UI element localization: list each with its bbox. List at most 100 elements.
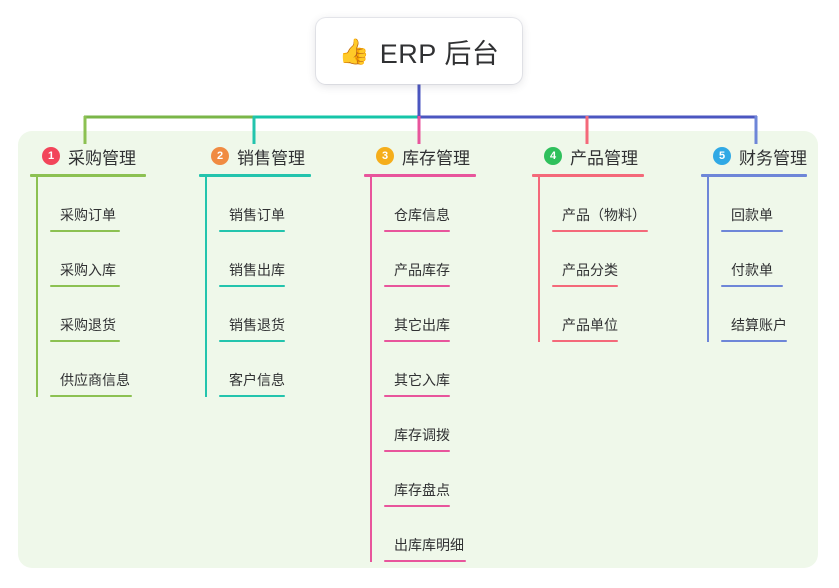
branch-item-rule: [552, 340, 618, 342]
branch-badge-4: 4: [544, 147, 562, 165]
branch-item-label: 出库库明细: [394, 537, 464, 553]
branch-item-rule: [384, 285, 450, 287]
branch-title-3: 库存管理: [402, 148, 470, 168]
branch-item[interactable]: 其它入库: [384, 342, 476, 397]
branch-title-4: 产品管理: [570, 148, 638, 168]
branch-item-rule: [721, 230, 783, 232]
branch-item-label: 付款单: [731, 262, 773, 278]
branch-item[interactable]: 付款单: [721, 232, 807, 287]
branch-item-rule: [384, 560, 466, 562]
branch-item[interactable]: 库存盘点: [384, 452, 476, 507]
branch-item[interactable]: 回款单: [721, 177, 807, 232]
branch-item-rule: [50, 230, 120, 232]
branch-item-label: 产品（物料）: [562, 207, 646, 223]
branch-item-rule: [219, 230, 285, 232]
branch-item[interactable]: 采购入库: [50, 232, 146, 287]
branch-item-rule: [50, 395, 132, 397]
branch-item-rule: [384, 230, 450, 232]
branch-item-rule: [219, 395, 285, 397]
branch-item-label: 其它入库: [394, 372, 450, 388]
branch-badge-1: 1: [42, 147, 60, 165]
branch-item-rule: [384, 395, 450, 397]
branch-header-1[interactable]: 1 采购管理: [30, 143, 146, 169]
branch-item[interactable]: 仓库信息: [384, 177, 476, 232]
branch-rule-4: [532, 174, 644, 177]
branch-item-label: 客户信息: [229, 372, 285, 388]
branch-1: 1 采购管理采购订单采购入库采购退货供应商信息: [30, 143, 146, 397]
root-title: ERP 后台: [379, 38, 500, 69]
branch-title-2: 销售管理: [237, 148, 305, 168]
branch-spine-1: [36, 177, 38, 397]
branch-title-1: 采购管理: [68, 148, 136, 168]
branch-5: 5 财务管理回款单付款单结算账户: [701, 143, 807, 342]
branch-item[interactable]: 销售出库: [219, 232, 311, 287]
branch-item-label: 采购入库: [60, 262, 116, 278]
branch-item[interactable]: 销售退货: [219, 287, 311, 342]
branch-spine-3: [370, 177, 372, 562]
branch-4: 4 产品管理产品（物料） 产品分类产品单位: [532, 143, 648, 342]
branch-spine-2: [205, 177, 207, 397]
branch-item[interactable]: 采购退货: [50, 287, 146, 342]
branch-header-3[interactable]: 3 库存管理: [364, 143, 476, 169]
branch-item-label: 产品分类: [562, 262, 618, 278]
branch-header-5[interactable]: 5 财务管理: [701, 143, 807, 169]
branch-item-label: 销售出库: [229, 262, 285, 278]
branch-item-rule: [384, 340, 450, 342]
root-node[interactable]: 👍 ERP 后台: [316, 18, 522, 84]
branch-item-label: 其它出库: [394, 317, 450, 333]
branch-item-label: 仓库信息: [394, 207, 450, 223]
branch-item-label: 采购订单: [60, 207, 116, 223]
branch-item-label: 结算账户: [731, 317, 787, 333]
branch-item[interactable]: 客户信息: [219, 342, 311, 397]
branch-item-rule: [50, 285, 120, 287]
branch-spine-5: [707, 177, 709, 342]
branch-item-rule: [552, 285, 618, 287]
branch-item[interactable]: 其它出库: [384, 287, 476, 342]
branch-item-rule: [721, 285, 783, 287]
branch-item-rule: [721, 340, 787, 342]
branch-badge-3: 3: [376, 147, 394, 165]
branch-header-2[interactable]: 2 销售管理: [199, 143, 311, 169]
branch-item-label: 回款单: [731, 207, 773, 223]
branch-item-rule: [50, 340, 120, 342]
branch-title-5: 财务管理: [739, 148, 807, 168]
branch-rule-3: [364, 174, 476, 177]
branch-item[interactable]: 库存调拨: [384, 397, 476, 452]
branch-item-label: 库存调拨: [394, 427, 450, 443]
branch-items-4: 产品（物料） 产品分类产品单位: [532, 177, 648, 342]
branch-3: 3 库存管理仓库信息产品库存其它出库其它入库库存调拨库存盘点出库库明细: [364, 143, 476, 562]
branch-item[interactable]: 产品库存: [384, 232, 476, 287]
branch-item-rule: [384, 505, 450, 507]
branch-items-5: 回款单付款单结算账户: [701, 177, 807, 342]
branch-item-rule: [219, 340, 285, 342]
branch-badge-2: 2: [211, 147, 229, 165]
branch-item-label: 产品库存: [394, 262, 450, 278]
branch-item[interactable]: 结算账户: [721, 287, 807, 342]
branch-2: 2 销售管理销售订单销售出库销售退货客户信息: [199, 143, 311, 397]
branch-header-4[interactable]: 4 产品管理: [532, 143, 648, 169]
branch-items-3: 仓库信息产品库存其它出库其它入库库存调拨库存盘点出库库明细: [364, 177, 476, 562]
branch-item-rule: [552, 230, 648, 232]
branch-item-label: 供应商信息: [60, 372, 130, 388]
branch-item-rule: [384, 450, 450, 452]
branch-items-2: 销售订单销售出库销售退货客户信息: [199, 177, 311, 397]
branch-spine-4: [538, 177, 540, 342]
branches-panel: [18, 131, 818, 568]
branch-rule-5: [701, 174, 807, 177]
branch-item[interactable]: 出库库明细: [384, 507, 476, 562]
branch-item[interactable]: 产品单位: [552, 287, 648, 342]
branch-item-label: 库存盘点: [394, 482, 450, 498]
branch-item[interactable]: 采购订单: [50, 177, 146, 232]
branch-badge-5: 5: [713, 147, 731, 165]
thumbs-up-icon: 👍: [338, 37, 370, 66]
branch-rule-2: [199, 174, 311, 177]
branch-item-rule: [219, 285, 285, 287]
branch-item[interactable]: 产品（物料）: [552, 177, 648, 232]
branch-item-label: 产品单位: [562, 317, 618, 333]
branch-item[interactable]: 供应商信息: [50, 342, 146, 397]
branch-item[interactable]: 产品分类: [552, 232, 648, 287]
branch-rule-1: [30, 174, 146, 177]
branch-item[interactable]: 销售订单: [219, 177, 311, 232]
branch-item-label: 销售退货: [229, 317, 285, 333]
